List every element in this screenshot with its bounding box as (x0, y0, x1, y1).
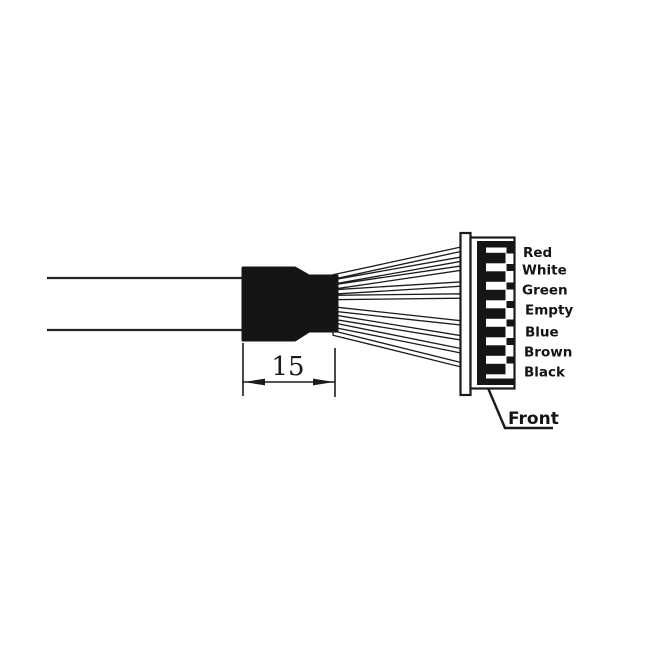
cable-lines (47, 276, 244, 332)
dimension-arrow-left (244, 378, 265, 386)
pin-label-brown: Brown (524, 345, 572, 361)
connector-tooth (506, 282, 515, 290)
pin-label-green: Green (522, 283, 568, 299)
connector-tooth (506, 319, 515, 327)
wire-fan (332, 245, 463, 369)
connector-bottom-wall (477, 378, 515, 385)
pin-label-blue: Blue (525, 325, 559, 341)
connector (459, 231, 516, 397)
connector-tooth (506, 264, 515, 271)
pin-labels: Red White Green Empty Blue Brown Black (522, 245, 573, 381)
connector-tooth (506, 246, 515, 254)
dimension-value: 15 (271, 352, 304, 382)
connector-pin (477, 308, 506, 319)
connector-pin (477, 252, 506, 264)
connector-pin (477, 345, 506, 356)
pin-label-empty: Empty (525, 303, 573, 319)
pin-label-black: Black (524, 365, 566, 381)
connector-pin (477, 271, 506, 282)
dimension-arrow-right (313, 378, 334, 386)
connector-pin (477, 326, 506, 338)
pin-label-white: White (522, 263, 567, 279)
connector-tooth (506, 338, 515, 345)
connector-tooth (506, 301, 515, 308)
connector-flange (459, 231, 472, 397)
pin-label-red: Red (523, 245, 552, 261)
front-annotation: Front (486, 387, 559, 430)
heat-shrink-block (241, 266, 339, 342)
front-leader-line (486, 387, 553, 430)
connector-pin (477, 363, 506, 375)
connector-internals (477, 241, 515, 385)
wire (332, 293, 463, 301)
connector-pin (477, 289, 506, 301)
connector-top-wall (477, 241, 515, 248)
dimension-annotation: 15 (242, 343, 336, 397)
connector-tooth (506, 356, 515, 364)
front-label: Front (508, 409, 559, 429)
